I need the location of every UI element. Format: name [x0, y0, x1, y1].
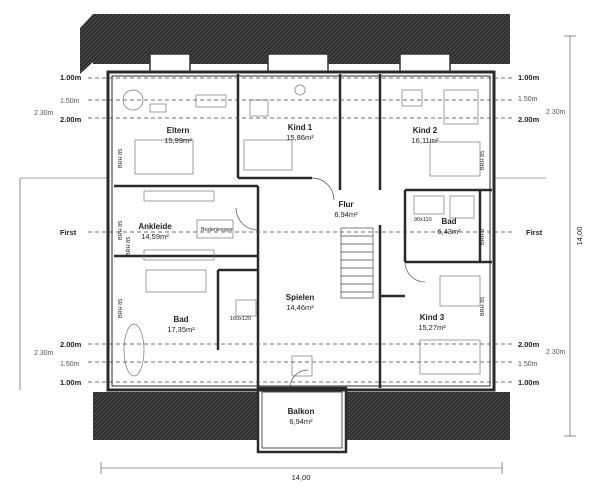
room-bad-right-area: 6,43m² — [437, 227, 461, 236]
roof-top — [80, 14, 510, 74]
room-ankleide-area: 14,59m² — [141, 232, 169, 241]
level-left-100-top: 1.00m — [60, 73, 82, 82]
level-right-230-top: 2.30m — [546, 109, 566, 116]
room-flur-name: Flur — [338, 200, 353, 209]
dimension-width: 14,00 — [292, 473, 311, 482]
roof-bottom — [93, 392, 510, 440]
note-brh-ankleide: BRH 85 — [118, 221, 124, 240]
level-left-first: First — [60, 228, 77, 237]
room-kind2-name: Kind 2 — [413, 126, 438, 135]
level-left-200-top: 2.00m — [60, 115, 82, 124]
level-right-230-bottom: 2.30m — [546, 349, 566, 356]
room-ankleide-name: Ankleide — [138, 222, 172, 231]
note-bodentreppe: Bodentreppe — [201, 227, 233, 233]
dimension-lines — [19, 35, 576, 474]
level-right-100-bottom: 1.00m — [518, 378, 540, 387]
level-right-first: First — [526, 228, 543, 237]
level-right-150-bottom: 1.50m — [518, 361, 538, 368]
room-bad-right-name: Bad — [441, 217, 456, 226]
level-left-150-top: 1.50m — [60, 98, 80, 105]
interior-walls — [114, 74, 492, 388]
balcony — [256, 386, 348, 454]
room-kind1-name: Kind 1 — [288, 123, 313, 132]
room-kind1-area: 15,86m² — [286, 133, 314, 142]
room-flur-area: 6,94m² — [334, 210, 358, 219]
note-shower-left: 160x120 — [230, 316, 251, 322]
room-spielen-area: 14,46m² — [286, 303, 314, 312]
outer-walls — [106, 70, 496, 392]
furniture — [122, 84, 481, 377]
room-eltern-name: Eltern — [167, 126, 190, 135]
note-brh-bad-right: BRH 0 — [480, 229, 486, 245]
level-right-100-top: 1.00m — [518, 73, 540, 82]
note-brh-ankleide-2: BRH 85 — [126, 237, 132, 256]
level-left-100-bottom: 1.00m — [60, 378, 82, 387]
room-balkon-name: Balkon — [288, 407, 315, 416]
room-bad-left-area: 17,35m² — [167, 325, 195, 334]
dimension-depth: 14,00 — [575, 227, 584, 246]
level-left-150-bottom: 1.50m — [60, 361, 80, 368]
note-brh-bad: BRH 85 — [118, 299, 124, 318]
room-kind3-name: Kind 3 — [420, 313, 445, 322]
level-left-230-bottom: 2.30m — [34, 350, 54, 357]
staircase — [340, 227, 374, 299]
room-balkon-area: 6,94m² — [289, 417, 313, 426]
level-right-150-top: 1.50m — [518, 96, 538, 103]
note-brh-kind3: BRH 85 — [480, 297, 486, 316]
note-shower-right: 90x110 — [414, 217, 432, 223]
level-left-230-top: 2.30m — [34, 110, 54, 117]
room-bad-left-name: Bad — [173, 315, 188, 324]
level-lines — [88, 77, 512, 383]
room-kind3-area: 15,27m² — [418, 323, 446, 332]
note-brh-eltern: BRH 85 — [118, 149, 124, 168]
room-kind2-area: 16,11m² — [412, 136, 439, 145]
level-right-200-top: 2.00m — [518, 115, 540, 124]
level-right-200-bottom: 2.00m — [518, 340, 540, 349]
level-left-200-bottom: 2.00m — [60, 340, 82, 349]
note-brh-kind2: BRH 85 — [480, 151, 486, 170]
room-eltern-area: 15,99m² — [164, 136, 192, 145]
room-spielen-name: Spielen — [286, 293, 315, 302]
door-swings — [235, 177, 426, 389]
